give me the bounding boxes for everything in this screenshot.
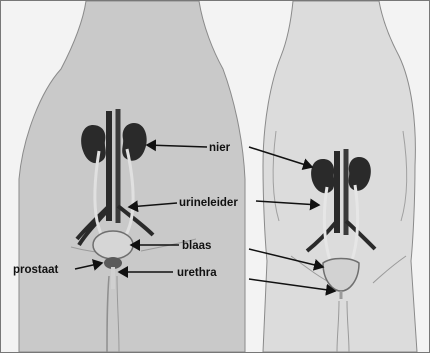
label-blaas: blaas [182, 240, 211, 252]
label-prostaat: prostaat [13, 264, 59, 276]
label-urethra: urethra [177, 267, 217, 279]
male-figure [19, 1, 245, 352]
male-bladder [93, 231, 133, 259]
female-figure [263, 1, 417, 352]
label-urineleider: urineleider [179, 197, 238, 209]
label-nier: nier [209, 142, 231, 154]
